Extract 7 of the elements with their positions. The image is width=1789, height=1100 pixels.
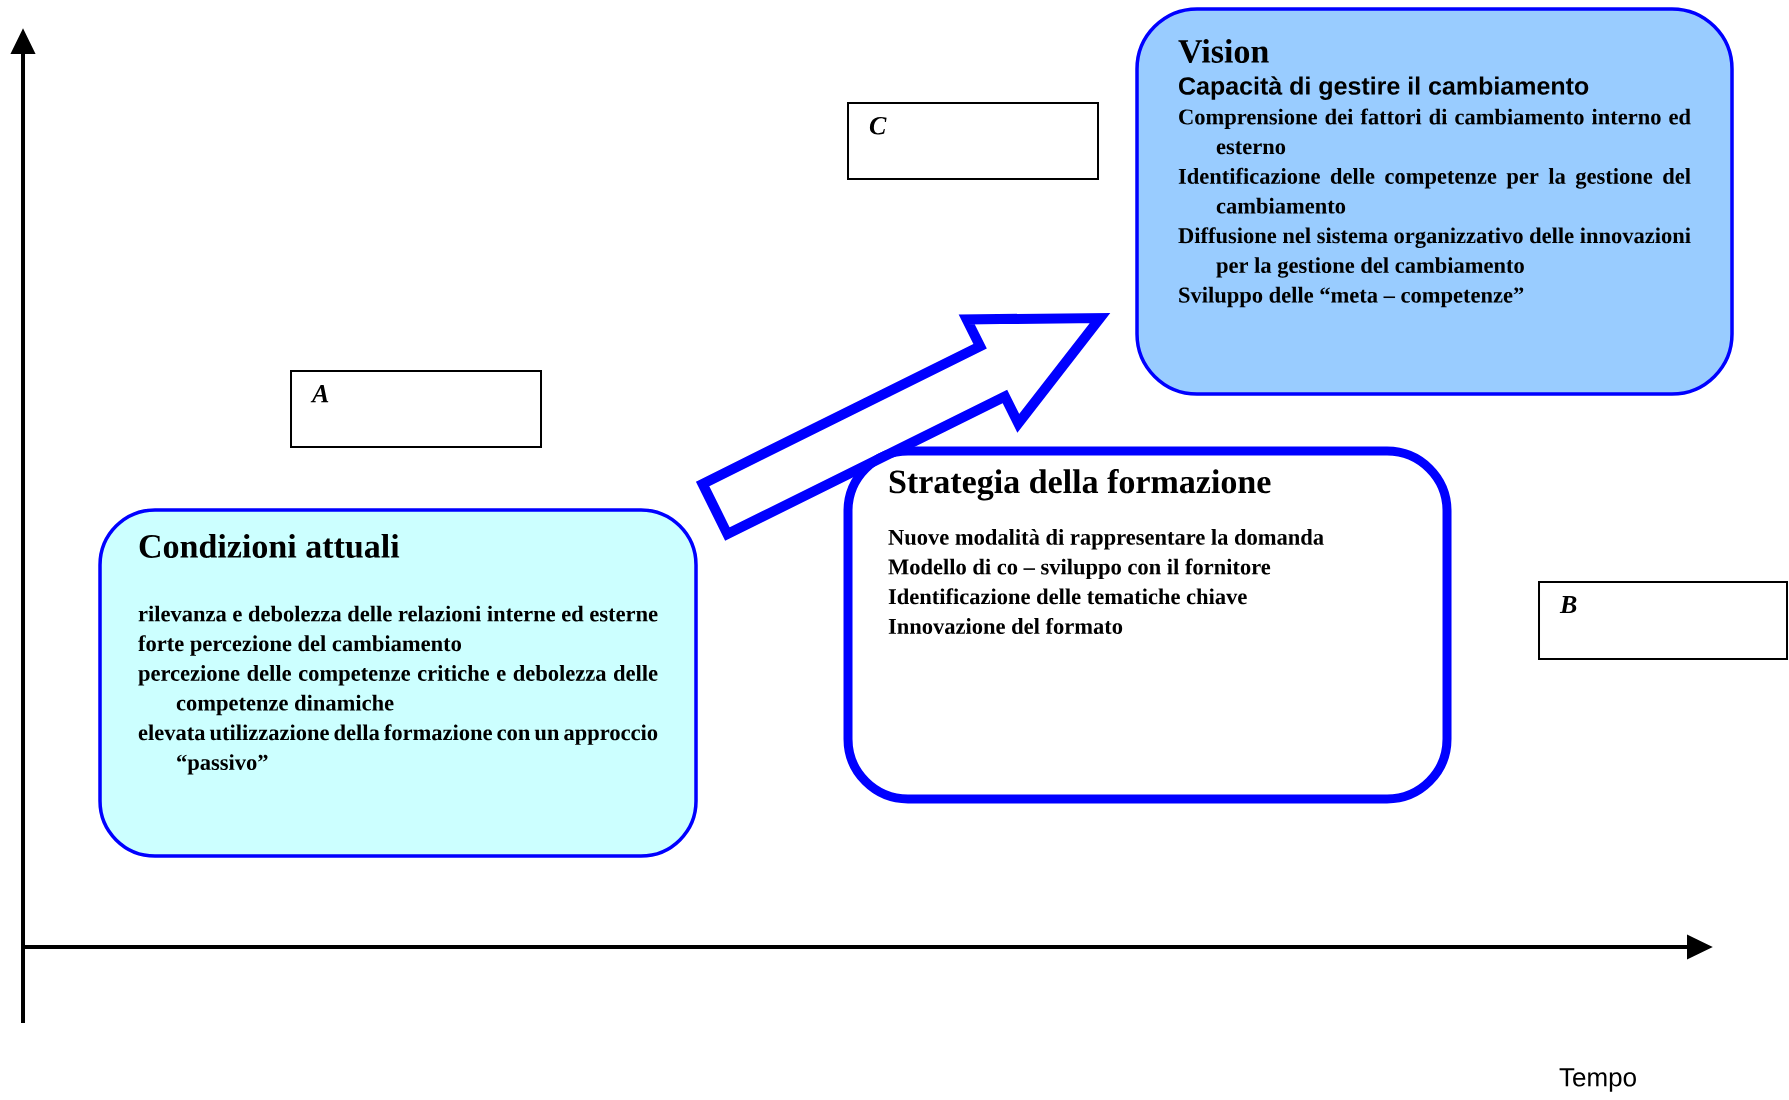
letter-box: C (847, 102, 1099, 180)
rounded-box: Vision Capacità di gestire il cambiamento Comprensione dei fattori di cambiamento interno ed esterno Identificazione delle competenze per la gestione del cambiamento Diffusione nel sistema organizzativo delle innovazioni per la gestione del cambiamento Sviluppo delle “meta – competenze” (1135, 7, 1734, 396)
rounded-box: Condizioni attuali rilevanza e debolezza delle relazioni interne ed esterne forte percezione del cambiamento percezione delle competenze critiche e debolezza delle competenze dinamiche elevata utilizzazione della formazione con un approccio “passivo” (98, 508, 698, 858)
letter-box: A (290, 370, 542, 448)
rounded-box: Strategia della formazione Nuove modalità di rappresentare la domanda Modello di co – sviluppo con il fornitore Identificazione delle tematiche chiave Innovazione del formato (843, 446, 1452, 804)
letter-box: B (1538, 581, 1788, 660)
axis-label: Tempo (1559, 1068, 1636, 1092)
